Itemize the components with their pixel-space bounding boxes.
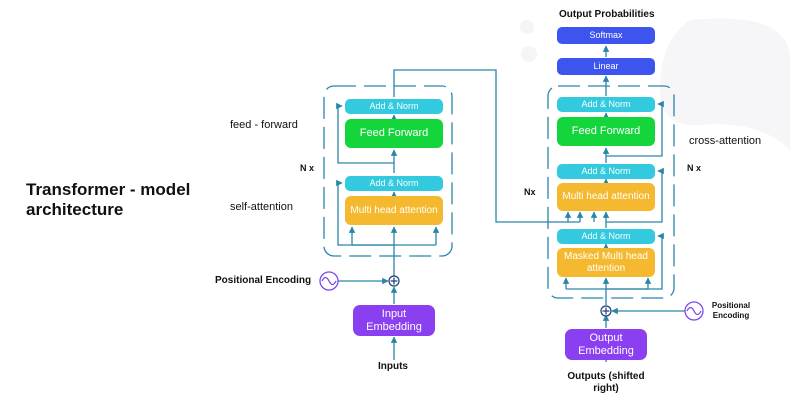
cross-attention-label: cross-attention <box>689 135 762 147</box>
inputs-label: Inputs <box>378 361 408 372</box>
decoder-add-norm-bottom: Add & Norm <box>557 229 655 244</box>
decoder-multi-head-attention: Multi head attention <box>557 183 655 211</box>
self-attention-label: self-attention <box>230 201 293 213</box>
decoder-add-norm-top: Add & Norm <box>557 97 655 112</box>
outputs-label: Outputs (shifted right) <box>567 371 645 394</box>
softmax-box: Softmax <box>557 27 655 44</box>
output-probabilities-label: Output Probabilities <box>559 9 655 20</box>
diagram-title: Transformer - model architecture <box>26 180 191 219</box>
encoder-positional-encoding-label: Positional Encoding <box>215 275 312 286</box>
linear-box: Linear <box>557 58 655 75</box>
decoder-masked-multi-head-attention: Masked Multi head attention <box>557 248 655 277</box>
input-embedding: Input Embedding <box>353 305 435 336</box>
decoder-feed-forward: Feed Forward <box>557 117 655 146</box>
encoder-feed-forward: Feed Forward <box>345 119 443 148</box>
sine-wave-icon <box>319 271 339 291</box>
decoder-positional-encoding-label: Positional Encoding <box>711 301 751 320</box>
encoder-stack-frame <box>323 85 453 257</box>
decoder-add-norm-mid: Add & Norm <box>557 164 655 179</box>
encoder-add-norm-bottom: Add & Norm <box>345 176 443 191</box>
encoder-add-norm-top: Add & Norm <box>345 99 443 114</box>
decoder-nx-right-label: N x <box>687 163 702 173</box>
sine-wave-icon-decoder <box>684 301 704 321</box>
encoder-nx-label: N x <box>300 163 315 173</box>
decoder-nx-left-label: Nx <box>524 187 536 197</box>
feed-forward-label: feed - forward <box>230 119 298 131</box>
output-embedding: Output Embedding <box>565 329 647 360</box>
encoder-multi-head-attention: Multi head attention <box>345 196 443 225</box>
decoder-stack-frame <box>547 85 675 299</box>
